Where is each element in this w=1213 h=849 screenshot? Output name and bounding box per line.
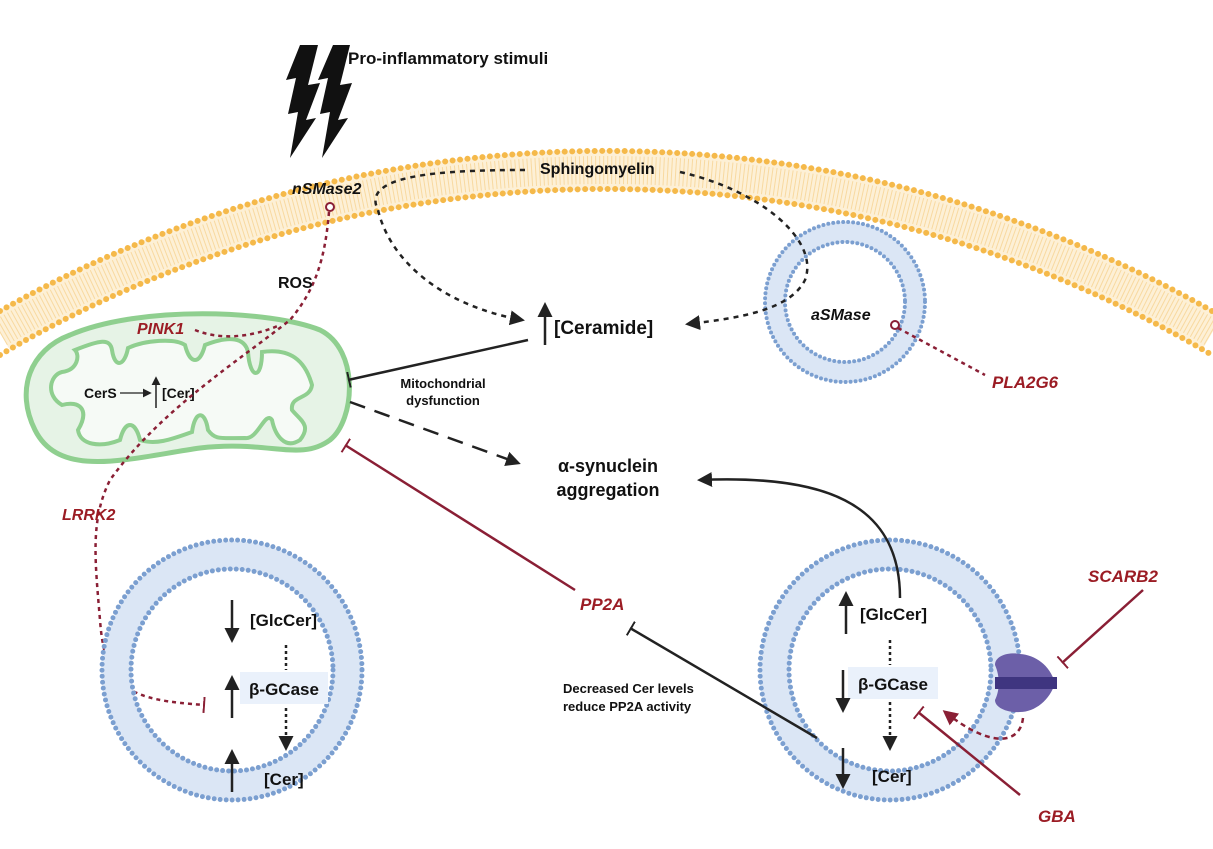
pink1-link: [194, 323, 281, 338]
stimuli-label: Pro-inflammatory stimuli: [348, 49, 548, 68]
pp2a-label: PP2A: [580, 595, 624, 614]
asmase-label: aSMase: [811, 307, 871, 324]
left-glccer-label: [GlcCer]: [250, 611, 317, 630]
nsmase2-dot: [325, 202, 335, 212]
cer-inhibits-pp2a-line: [625, 621, 818, 740]
ceramide-label: [Ceramide]: [554, 318, 653, 339]
pla2g6-target-dot: [890, 320, 900, 330]
cers-label: CerS: [84, 385, 117, 401]
pink1-label: PINK1: [137, 321, 184, 338]
ros-label: ROS: [278, 275, 313, 292]
pp2a-note-1: Decreased Cer levels: [563, 681, 694, 696]
pp2a-inhibits-mito-line: [340, 438, 576, 592]
synuclein-label-1: α-synuclein: [558, 456, 658, 476]
transporter-channel-icon: [995, 653, 1057, 713]
mito-dysfunction-label-2: dysfunction: [406, 393, 480, 408]
mito-to-synuclein-arrow: [349, 400, 521, 466]
scarb2-inhibition-line: [1056, 589, 1144, 669]
scarb2-label: SCARB2: [1088, 567, 1158, 586]
asmase-vesicle: [763, 220, 927, 384]
gba-label: GBA: [1038, 807, 1076, 826]
plasma-membrane: [0, 147, 1213, 358]
nsmase2-to-ceramide-arrow: [374, 168, 526, 326]
pla2g6-link: [897, 326, 986, 377]
ceramide-inhibits-mito-line: [346, 338, 529, 388]
asmase-to-ceramide-arrow: [679, 170, 809, 331]
right-cer-label: [Cer]: [872, 767, 912, 786]
lightning-bolt-icon: [286, 45, 352, 158]
right-gcase-box: [848, 667, 938, 699]
mitochondrion: [23, 311, 352, 464]
synuclein-label-2: aggregation: [556, 480, 659, 500]
pp2a-note-2: reduce PP2A activity: [563, 699, 692, 714]
glccer-to-synuclein-arrow: [697, 472, 902, 599]
left-gcase-label: β-GCase: [249, 680, 319, 699]
lrrk2-label: LRRK2: [62, 507, 115, 524]
mito-cer-label: [Cer]: [162, 385, 195, 401]
gba-inhibition-line: [912, 705, 1021, 796]
right-gcase-label: β-GCase: [858, 675, 928, 694]
right-glccer-label: [GlcCer]: [860, 605, 927, 624]
left-gcase-box: [240, 672, 328, 704]
pla2g6-label: PLA2G6: [992, 373, 1059, 392]
nsmase2-label: nSMase2: [292, 181, 361, 198]
left-cer-label: [Cer]: [264, 770, 304, 789]
mito-dysfunction-label-1: Mitochondrial: [400, 376, 485, 391]
sphingomyelin-label: Sphingomyelin: [540, 161, 655, 178]
